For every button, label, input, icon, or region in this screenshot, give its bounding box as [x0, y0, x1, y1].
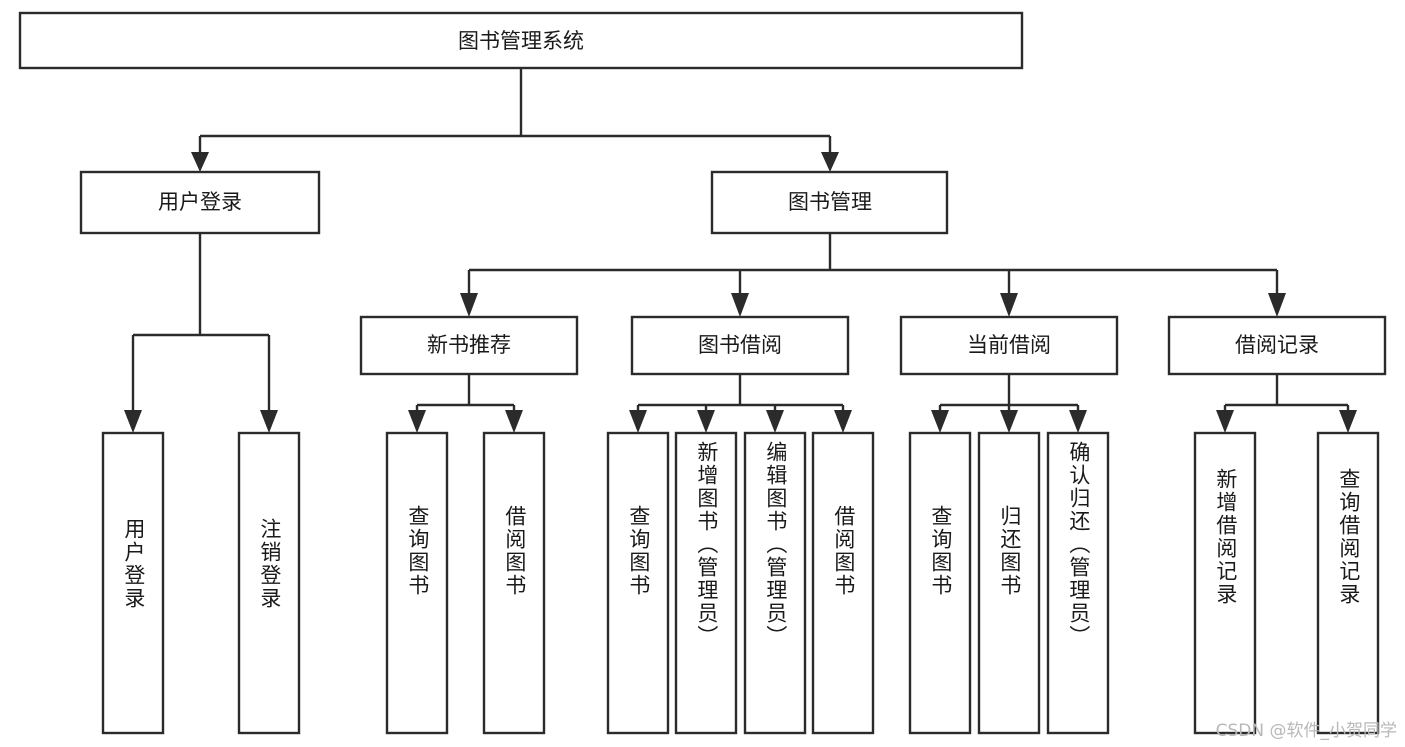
connector-group-root: [191, 68, 839, 172]
arrowhead-leaf-borrow-book-1: [505, 410, 523, 433]
connector-group-borrow-record: [1216, 374, 1357, 433]
node-borrow-record-box[interactable]: [1167, 315, 1387, 376]
node-leaf-query-book-1-box[interactable]: [385, 431, 449, 735]
node-leaf-borrow-book-1-box[interactable]: [482, 431, 546, 735]
arrowhead-leaf-borrow-book-2: [834, 410, 852, 433]
arrowhead-leaf-query-book-1: [408, 410, 426, 433]
node-leaf-query-book-3-box[interactable]: [908, 431, 972, 735]
arrowhead-current-borrow: [1000, 293, 1018, 317]
node-current-borrow-box[interactable]: [899, 315, 1119, 376]
arrowhead-leaf-add-book: [697, 410, 715, 433]
node-book-management-label: 图书管理: [788, 190, 872, 214]
arrowhead-book-management: [821, 152, 839, 172]
arrowhead-new-book-recommend: [460, 293, 478, 317]
node-leaf-edit-book-box[interactable]: [743, 431, 807, 735]
node-leaf-add-book-box[interactable]: [674, 431, 738, 735]
arrowhead-leaf-confirm-return: [1069, 410, 1087, 433]
node-leaf-query-book-2-box[interactable]: [606, 431, 670, 735]
node-new-book-recommend-label: 新书推荐: [427, 333, 511, 357]
arrowhead-leaf-logout-login: [260, 410, 278, 433]
connector-group-user-login: [124, 233, 278, 433]
node-book-borrow-label: 图书借阅: [698, 333, 782, 357]
csdn-watermark: CSDN @软件_小贺同学: [1215, 721, 1397, 741]
node-leaf-add-record-box[interactable]: [1193, 431, 1257, 735]
node-current-borrow-label: 当前借阅: [967, 333, 1051, 357]
arrowhead-leaf-query-book-2: [629, 410, 647, 433]
connector-group-book-management: [460, 233, 1286, 317]
node-leaf-confirm-return-box[interactable]: [1046, 431, 1110, 735]
arrowhead-borrow-record: [1268, 293, 1286, 317]
node-root-label: 图书管理系统: [458, 29, 584, 53]
node-root-box[interactable]: [18, 11, 1024, 70]
node-leaf-query-record-box[interactable]: [1316, 431, 1380, 735]
arrowhead-leaf-query-record: [1339, 410, 1357, 433]
arrowhead-leaf-return-book: [1000, 410, 1018, 433]
node-new-book-recommend-box[interactable]: [359, 315, 579, 376]
node-user-login-box[interactable]: [79, 170, 321, 235]
connector-group-book-borrow: [629, 374, 852, 433]
connector-group-new-book-recommend: [408, 374, 523, 433]
arrowhead-user-login: [191, 152, 209, 172]
arrowhead-leaf-add-record: [1216, 410, 1234, 433]
arrowhead-leaf-query-book-3: [931, 410, 949, 433]
node-book-borrow-box[interactable]: [630, 315, 850, 376]
connector-group-current-borrow: [931, 374, 1087, 433]
node-leaf-borrow-book-2-box[interactable]: [811, 431, 875, 735]
node-leaf-return-book-box[interactable]: [977, 431, 1041, 735]
node-book-management-box[interactable]: [710, 170, 949, 235]
arrowhead-leaf-user-login: [124, 410, 142, 433]
node-leaf-logout-login-box[interactable]: [237, 431, 301, 735]
node-leaf-user-login-box[interactable]: [101, 431, 165, 735]
arrowhead-book-borrow: [731, 293, 749, 317]
node-borrow-record-label: 借阅记录: [1235, 333, 1319, 357]
arrowhead-leaf-edit-book: [766, 410, 784, 433]
node-user-login-label: 用户登录: [158, 190, 242, 214]
